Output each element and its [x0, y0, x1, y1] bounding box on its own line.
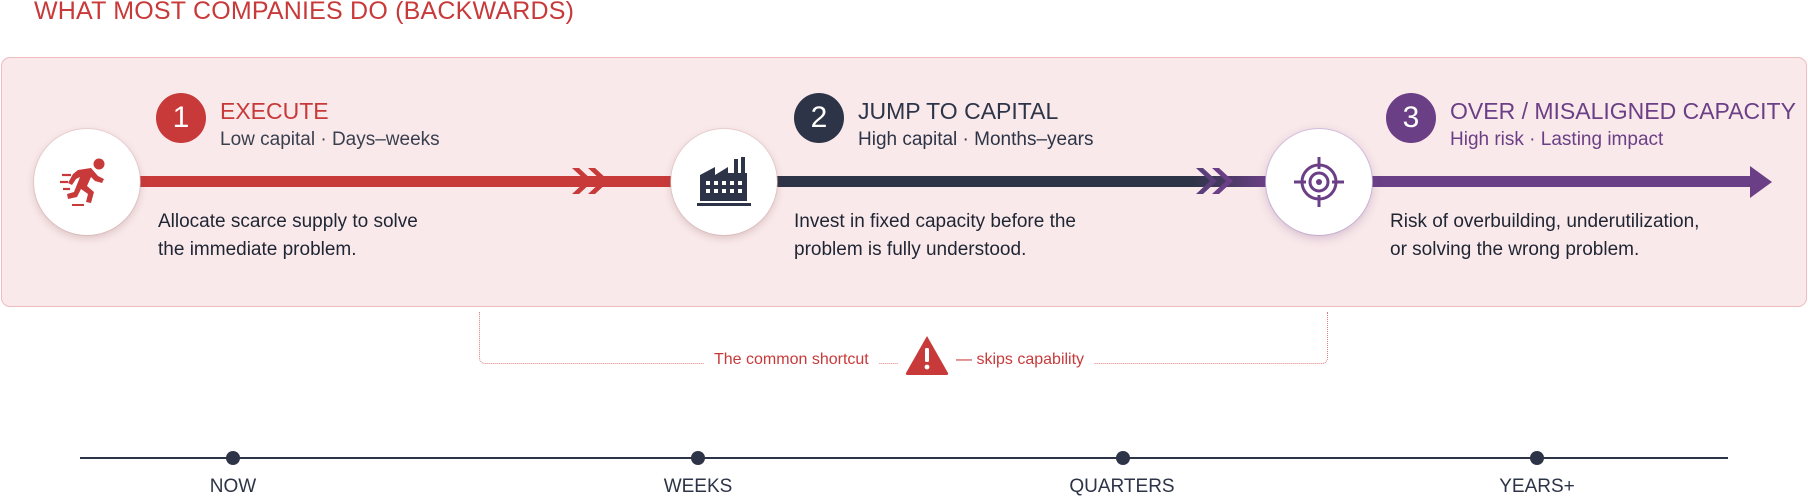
section-title: WHAT MOST COMPANIES DO (BACKWARDS) — [34, 0, 575, 25]
arrow-segment-purple — [1368, 176, 1758, 187]
step-2-title: JUMP TO CAPITAL — [858, 98, 1059, 124]
node-capacity — [1266, 129, 1372, 235]
step-2-description: Invest in fixed capacity before the prob… — [794, 211, 1076, 260]
factory-icon — [697, 157, 751, 206]
step-3-number: 3 — [1386, 93, 1436, 143]
step-3-subtitle: High risk · Lasting impact — [1450, 129, 1664, 150]
step-1-subtitle: Low capital · Days–weeks — [220, 129, 440, 150]
chevrons-navy-icon — [1196, 168, 1233, 194]
arrowhead-icon — [1750, 166, 1772, 198]
step-2-number: 2 — [794, 93, 844, 143]
step-1-description: Allocate scarce supply to solve the imme… — [158, 211, 418, 260]
timeline-label-weeks: WEEKS — [663, 476, 733, 497]
node-execute — [34, 129, 140, 235]
timeline-label-years: YEARS+ — [1499, 476, 1575, 497]
timeline-dot — [1530, 451, 1544, 465]
arrow-segment-navy — [776, 176, 1266, 187]
running-person-icon — [60, 158, 105, 206]
shortcut-right-label: — skips capability — [946, 351, 1095, 369]
step-1-title: EXECUTE — [220, 98, 329, 124]
step-1-number: 1 — [156, 93, 206, 143]
shortcut-left-label: The common shortcut — [704, 351, 879, 369]
arrow-segment-red — [138, 176, 676, 187]
timeline-axis — [80, 457, 1728, 459]
timeline-label-quarters: QUARTERS — [1069, 476, 1175, 497]
timeline-dot — [691, 451, 705, 465]
node-capital — [671, 129, 777, 235]
chevrons-red-icon — [572, 168, 609, 194]
timeline-label-now: NOW — [209, 476, 257, 497]
timeline-dot — [1116, 451, 1130, 465]
step-2-subtitle: High capital · Months–years — [858, 129, 1094, 150]
step-3-description: Risk of overbuilding, underutilization, … — [1390, 211, 1700, 260]
target-icon — [1294, 157, 1344, 207]
timeline-dot — [226, 451, 240, 465]
step-3-title: OVER / MISALIGNED CAPACITY — [1450, 98, 1796, 124]
